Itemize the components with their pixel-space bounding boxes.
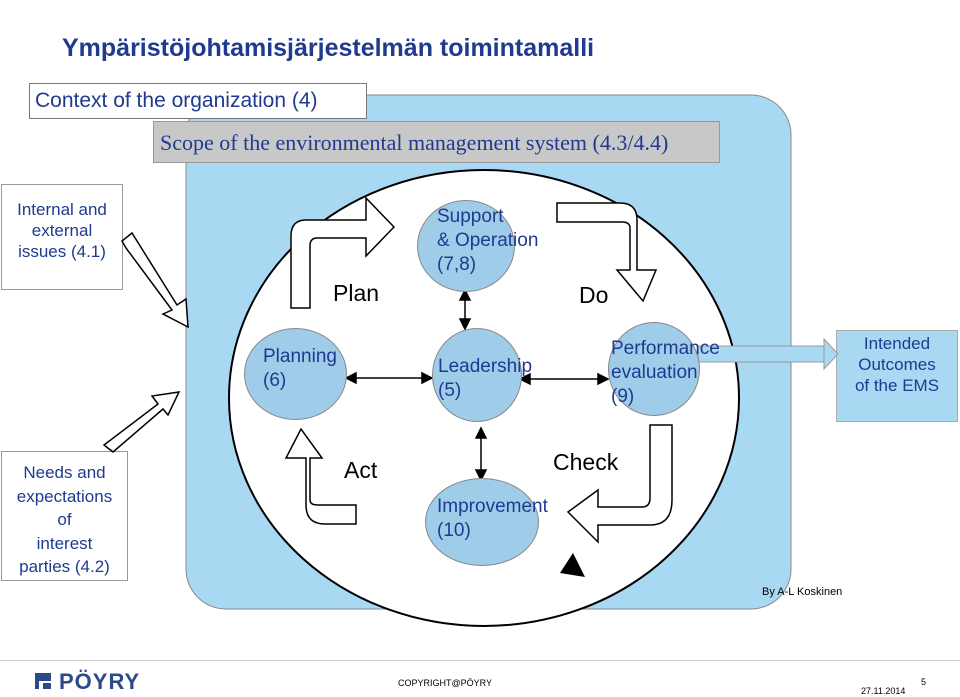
support-label: Support & Operation (7,8) (437, 205, 538, 277)
planning-label: Planning (6) (263, 345, 337, 393)
needs-arrow (102, 391, 181, 453)
planning-line: Planning (263, 346, 337, 367)
planning-circle (244, 328, 347, 420)
performance-line: (9) (611, 386, 635, 407)
needs-line: Needs and (23, 463, 106, 482)
improvement-label: Improvement (10) (437, 495, 548, 543)
support-line: & Operation (437, 230, 539, 251)
author-credit: By A-L Koskinen (762, 586, 843, 598)
support-circle (417, 200, 515, 292)
leadership-circle (432, 328, 522, 422)
outcomes-line: Outcomes (858, 355, 936, 374)
performance-circle (608, 322, 700, 416)
support-line: Support (437, 206, 504, 227)
outcomes-line: of the EMS (854, 376, 940, 395)
improvement-line: (10) (437, 520, 471, 541)
leadership-label: Leadership (5) (438, 355, 532, 403)
act-arrow (284, 427, 357, 525)
performance-line: Performance (611, 338, 720, 359)
needs-line: parties (4.2) (19, 557, 110, 576)
poyry-logo-text: PÖYRY (59, 669, 141, 694)
page-number: 5 (921, 677, 927, 687)
needs-line: interest (36, 533, 93, 553)
do-label: Do (579, 282, 609, 308)
connector-leadership-improvement (474, 426, 488, 482)
check-label: Check (553, 449, 619, 475)
needs-line: expectations (16, 486, 113, 506)
needs-expectations-box: Needs and expectations of interest parti… (1, 451, 128, 581)
planning-line: (6) (263, 370, 287, 391)
internal-issues-line: Internal and (17, 200, 107, 219)
performance-line: evaluation (611, 362, 698, 383)
internal-issues-line: external (31, 221, 93, 240)
needs-line: of (57, 510, 72, 529)
internal-issues-arrow (121, 231, 189, 329)
plan-label: Plan (333, 280, 380, 306)
act-label: Act (344, 457, 378, 483)
outcomes-arrow (697, 337, 839, 371)
leadership-line: Leadership (438, 356, 533, 377)
performance-label: Performance evaluation (9) (611, 337, 720, 409)
triangle-marker (560, 553, 585, 577)
footer-divider (0, 660, 960, 661)
copyright-text: COPYRIGHT@PÖYRY (398, 678, 492, 688)
page-title: Ympäristöjohtamisjärjestelmän toimintama… (62, 34, 595, 62)
scope-box: Scope of the environmental management sy… (153, 121, 720, 163)
connector-planning-leadership (344, 371, 434, 385)
footer-date: 27.11.2014 (861, 686, 906, 696)
check-arrow (566, 424, 673, 544)
internal-issues-box: Internal and external issues (4.1) (1, 184, 123, 290)
do-arrow (556, 202, 658, 303)
improvement-line: Improvement (437, 496, 548, 517)
outcomes-line: Intended (863, 334, 931, 353)
connector-support-leadership (458, 288, 472, 331)
intended-outcomes-box: Intended Outcomes of the EMS (836, 330, 958, 422)
poyry-logo-icon (35, 673, 51, 689)
context-box: Context of the organization (4) (29, 83, 367, 119)
improvement-circle (425, 478, 539, 566)
connector-leadership-performance (518, 372, 610, 386)
internal-issues-line: issues (4.1) (18, 242, 106, 261)
plan-arrow (290, 196, 396, 309)
leadership-line: (5) (438, 380, 462, 401)
support-line: (7,8) (437, 254, 477, 275)
